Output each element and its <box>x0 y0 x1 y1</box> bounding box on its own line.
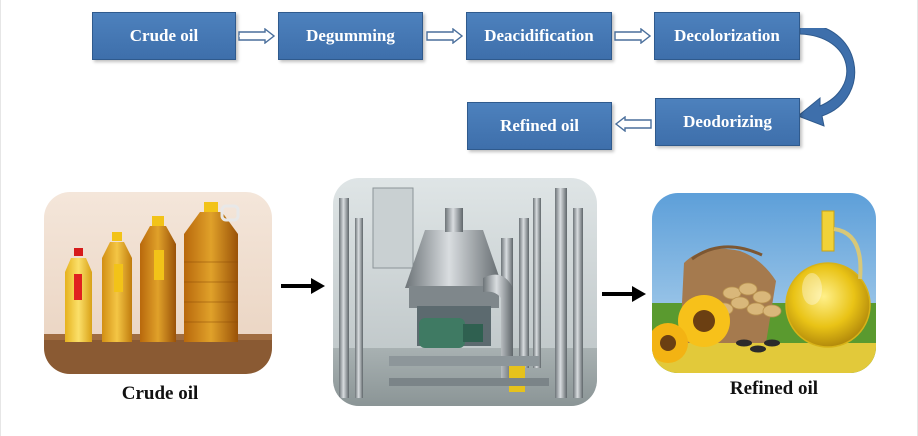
left-border-line <box>0 0 1 436</box>
curved-arrow-down-icon <box>797 28 856 127</box>
double-arrow-left-icon <box>614 116 652 132</box>
double-arrow-right-icon <box>238 28 276 44</box>
caption-crude-oil: Crude oil <box>121 383 199 404</box>
step-deacidification: Deacidification <box>466 12 612 60</box>
step-deodorizing: Deodorizing <box>655 98 800 146</box>
double-arrow-right-icon <box>614 28 652 44</box>
double-arrow-right-icon <box>426 28 464 44</box>
refined-oil-bottle-sunflower-peanuts-photo <box>652 193 876 373</box>
arrow-right-icon <box>281 278 325 294</box>
step-degumming: Degumming <box>278 12 423 60</box>
refining-centrifuge-machine-photo <box>333 178 597 406</box>
caption-refined-oil: Refined oil <box>729 378 819 399</box>
step-refined-oil: Refined oil <box>467 102 612 150</box>
crude-oil-bottles-photo <box>44 192 272 374</box>
step-decolorization: Decolorization <box>654 12 800 60</box>
arrow-right-icon <box>602 286 646 302</box>
step-crude-oil: Crude oil <box>92 12 236 60</box>
